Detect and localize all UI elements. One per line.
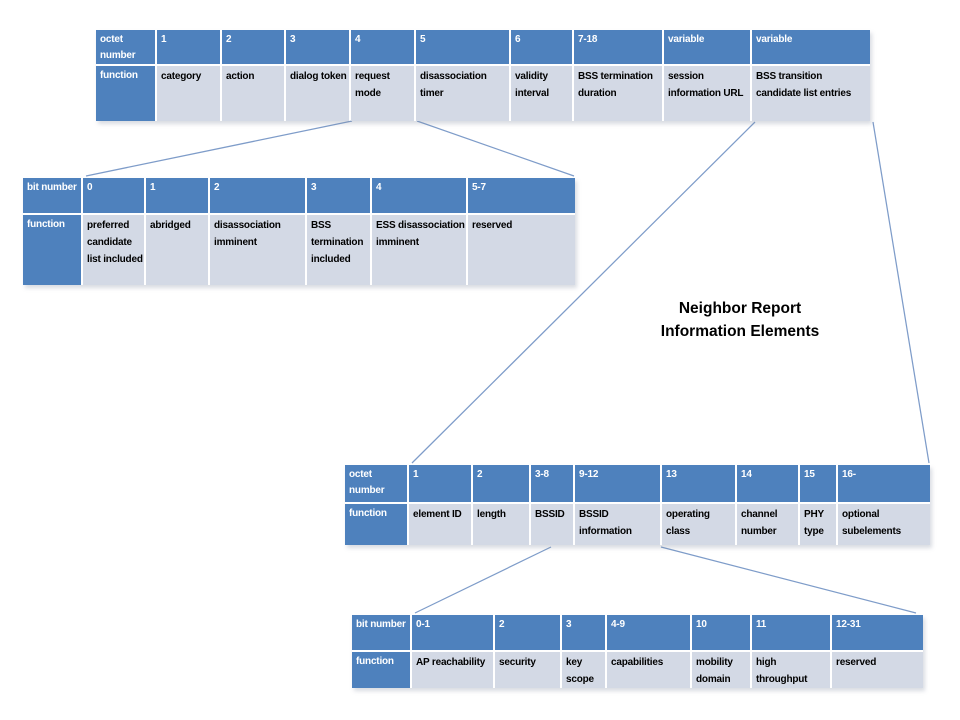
column-number-cell: 1 [157, 30, 220, 64]
function-cell: AP reachability [412, 652, 493, 688]
function-cell: optional subelements [838, 504, 930, 545]
function-cell: ESS disassociation imminent [372, 215, 466, 285]
title-line-2: Information Elements [660, 323, 820, 340]
function-cell: BSS transition candidate list entries [752, 66, 870, 121]
column-number-cell: 4 [351, 30, 414, 64]
column-number-cell: 3 [286, 30, 349, 64]
column-number-cell: 14 [737, 465, 798, 502]
column-number-cell: 2 [210, 178, 305, 213]
function-cell: BSSID [531, 504, 573, 545]
function-cell: element ID [409, 504, 471, 545]
column-number-cell: 11 [752, 615, 830, 650]
column-number-cell: 3-8 [531, 465, 573, 502]
column-number-cell: 1 [146, 178, 208, 213]
function-cell: high throughput [752, 652, 830, 688]
column-number-cell: 9-12 [575, 465, 660, 502]
connector-candidate-list-right [872, 121, 930, 464]
function-cell: PHY type [800, 504, 836, 545]
row-header-label-cell: octet number [96, 30, 155, 64]
function-cell: validity interval [511, 66, 572, 121]
column-number-cell: 0 [83, 178, 144, 213]
column-number-cell: 1 [409, 465, 471, 502]
column-number-cell: 5 [416, 30, 509, 64]
function-cell: mobility domain [692, 652, 750, 688]
function-row-label-cell: function [96, 66, 155, 121]
function-cell: operating class [662, 504, 735, 545]
function-cell: reserved [468, 215, 575, 285]
column-number-cell: 4-9 [607, 615, 690, 650]
column-number-cell: 10 [692, 615, 750, 650]
column-number-cell: 13 [662, 465, 735, 502]
column-number-cell: 0-1 [412, 615, 493, 650]
column-number-cell: 16- [838, 465, 930, 502]
column-number-cell: 4 [372, 178, 466, 213]
function-cell: disassociation imminent [210, 215, 305, 285]
function-cell: session information URL [664, 66, 750, 121]
function-cell: channel number [737, 504, 798, 545]
column-number-cell: 3 [307, 178, 370, 213]
function-cell: request mode [351, 66, 414, 121]
column-number-cell: 15 [800, 465, 836, 502]
title-line-1: Neighbor Report [678, 300, 802, 317]
function-cell: dialog token [286, 66, 349, 121]
connector-bssid-info-left [414, 546, 552, 614]
function-cell: action [222, 66, 284, 121]
column-number-cell: variable [752, 30, 870, 64]
row-header-label-cell: bit number [23, 178, 81, 213]
diagram-title: Neighbor Report Information Elements [600, 297, 880, 343]
column-number-cell: 2 [495, 615, 560, 650]
column-number-cell: 7-18 [574, 30, 662, 64]
function-cell: BSSID information [575, 504, 660, 545]
column-number-cell: 12-31 [832, 615, 923, 650]
column-number-cell: 6 [511, 30, 572, 64]
function-cell: BSS termination duration [574, 66, 662, 121]
row-header-label-cell: bit number [352, 615, 410, 650]
function-row-label-cell: function [345, 504, 407, 545]
function-cell: reserved [832, 652, 923, 688]
function-row-label-cell: function [352, 652, 410, 688]
function-cell: capabilities [607, 652, 690, 688]
function-cell: disassociation timer [416, 66, 509, 121]
connector-request-mode-right [416, 120, 575, 177]
function-cell: BSS termination included [307, 215, 370, 285]
function-cell: category [157, 66, 220, 121]
function-cell: preferred candidate list included [83, 215, 144, 285]
function-cell: abridged [146, 215, 208, 285]
function-cell: key scope [562, 652, 605, 688]
connector-candidate-list-left [411, 121, 756, 464]
column-number-cell: 2 [222, 30, 284, 64]
row-header-label-cell: octet number [345, 465, 407, 502]
function-cell: security [495, 652, 560, 688]
column-number-cell: 5-7 [468, 178, 575, 213]
column-number-cell: 2 [473, 465, 529, 502]
connector-bssid-info-right [660, 546, 917, 614]
connector-request-mode-left [85, 120, 353, 177]
function-row-label-cell: function [23, 215, 81, 285]
column-number-cell: variable [664, 30, 750, 64]
function-cell: length [473, 504, 529, 545]
column-number-cell: 3 [562, 615, 605, 650]
